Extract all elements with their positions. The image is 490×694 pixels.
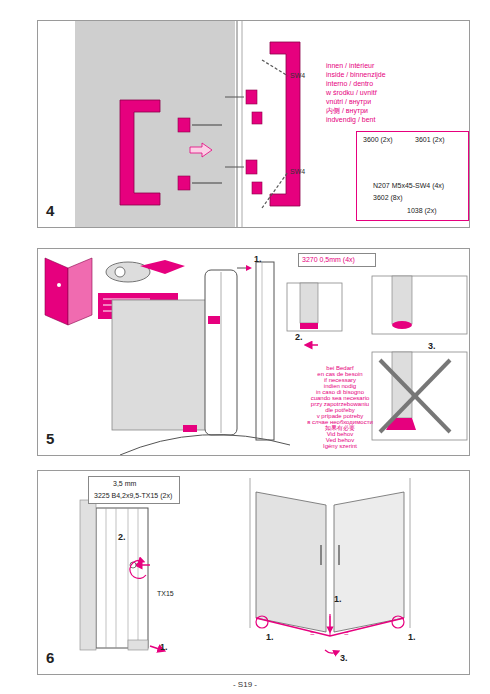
part-label: 3270 0,5mm (4x) <box>302 256 355 264</box>
language-note: 如果有必要 <box>285 425 395 432</box>
part-label: 3600 (2x) <box>363 136 393 144</box>
language-note: dle potřeby <box>285 407 395 414</box>
step-number: 6 <box>46 650 54 667</box>
callout-number: 3. <box>428 342 436 352</box>
part-label: 3601 (2x) <box>415 136 445 144</box>
language-note: inside / binnenzijde <box>326 71 386 79</box>
part-label: 3225 B4,2x9,5-TX15 (2x) <box>94 492 172 500</box>
callout-number: 1. <box>160 643 168 653</box>
language-note: v prípade potreby <box>285 413 395 420</box>
language-note: Ved behov <box>285 437 395 444</box>
equal-mark: = <box>344 630 349 639</box>
callout-number: 2. <box>118 533 126 543</box>
step-panel: 43600 (2x)3601 (2x)N207 M5x45-SW4 (4x)36… <box>37 20 470 228</box>
callout-number: 1. <box>334 595 342 605</box>
language-note: Vid behov <box>285 431 395 438</box>
part-label: N207 M5x45-SW4 (4x) <box>373 182 444 190</box>
language-note: interno / dentro <box>326 80 373 88</box>
enclosure-alignment <box>80 478 410 653</box>
language-note: в слчае необходимости <box>285 419 395 426</box>
parts-box: 3600 (2x) 3601 (2x) N207 M5x45-SW4 (4x) 360… <box>356 131 469 221</box>
step-number: 5 <box>46 431 54 448</box>
language-note: vnútri / внутри <box>326 98 371 106</box>
part-label: 1038 (2x) <box>407 207 437 215</box>
language-note: innen / intérieur <box>326 62 374 70</box>
callout-number: 1. <box>408 633 416 643</box>
part-label: 3602 (8x) <box>373 194 403 202</box>
step-number: 4 <box>46 203 54 220</box>
language-note: przy zapotrzebowaniu <box>285 401 395 408</box>
callout-number: 1. <box>266 633 274 643</box>
language-note: if necessary <box>285 377 395 384</box>
equal-mark: = <box>310 630 315 639</box>
callout-number: 3. <box>340 654 348 664</box>
seal-fitting <box>45 258 467 455</box>
parts-box: 3270 0,5mm (4x) <box>298 253 376 267</box>
part-label: 3,5 mm <box>113 480 136 488</box>
wrench-size: SW4 <box>290 168 305 176</box>
language-note: in caso di bisogno <box>285 389 395 396</box>
handle-mounting <box>75 21 430 227</box>
language-note: cuando sea necesario <box>285 395 395 402</box>
language-note: 内侧 / внутри <box>326 107 368 115</box>
callout-number: 2. <box>295 333 303 343</box>
language-note: Igény szerint <box>285 443 395 450</box>
language-note: indien nodig <box>285 383 395 390</box>
step-panel: 5 3270 0,5mm (4x) <box>37 248 470 456</box>
step-panel: 6 3,5 mm 3225 B4,2x9,5-TX15 (2x) <box>37 470 470 675</box>
wrench-size: SW4 <box>290 72 305 80</box>
language-note: w środku / uvnitř <box>326 89 377 97</box>
language-note: indvendig / bent <box>326 116 375 124</box>
language-note: en cas de besoin <box>285 371 395 378</box>
tool-label: TX15 <box>157 590 174 598</box>
page-number: - S19 - <box>225 681 265 690</box>
parts-box: 3,5 mm 3225 B4,2x9,5-TX15 (2x) <box>88 476 180 504</box>
language-note: bei Bedarf <box>285 365 395 372</box>
callout-number: 1. <box>254 255 262 265</box>
